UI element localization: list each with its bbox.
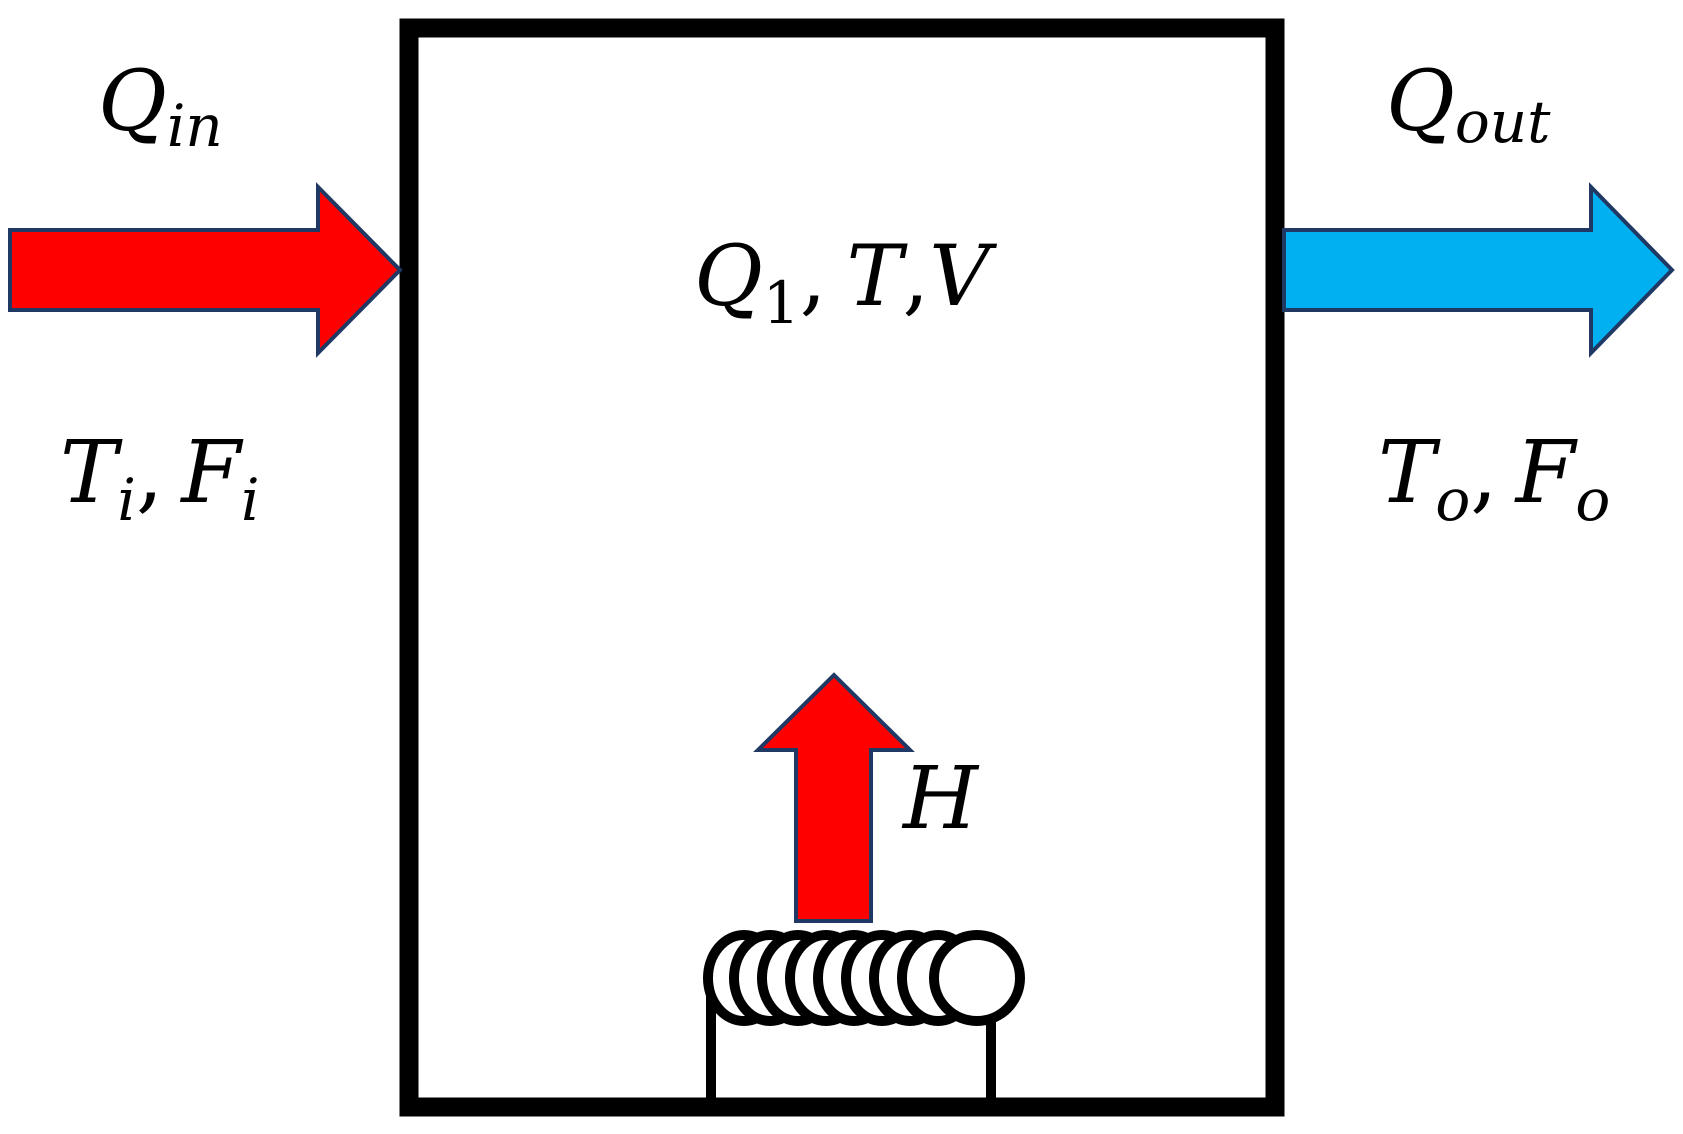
inlet-conditions-label: Ti,Fi	[60, 423, 260, 534]
tank-t-symbol: T	[846, 227, 908, 325]
outlet-t-subscript: o	[1435, 466, 1470, 534]
outlet-q-subscript: out	[1455, 88, 1551, 156]
tank-vessel	[399, 18, 1285, 1117]
heat-arrow-icon	[753, 672, 915, 923]
heater-h-symbol: H	[901, 749, 980, 849]
inlet-q-subscript: in	[167, 92, 223, 160]
inlet-flow-label: Qin	[98, 52, 223, 160]
inlet-separator: ,	[136, 423, 163, 523]
heat-input-label: H	[901, 749, 980, 849]
inlet-f-subscript: i	[241, 466, 260, 534]
tank-state-label: Q1,T,V	[694, 227, 997, 337]
outlet-flow-label: Qout	[1386, 52, 1551, 156]
tank-separator-1: ,	[800, 227, 827, 325]
tank-v-symbol: V	[929, 227, 997, 325]
outlet-q-symbol: Q	[1386, 52, 1455, 150]
inlet-q-symbol: Q	[98, 52, 167, 150]
outlet-f-symbol: F	[1514, 423, 1579, 523]
outlet-separator: ,	[1470, 423, 1497, 523]
inlet-f-symbol: F	[179, 423, 244, 523]
outlet-f-subscript: o	[1575, 466, 1610, 534]
inlet-t-subscript: i	[117, 466, 136, 534]
heating-coil-icon	[703, 930, 1025, 1107]
outlet-arrow-icon	[1282, 182, 1675, 358]
tank-q-symbol: Q	[694, 227, 763, 325]
tank-separator-2: ,	[903, 227, 930, 325]
outlet-conditions-label: To,Fo	[1378, 423, 1610, 534]
inlet-t-symbol: T	[60, 423, 123, 523]
outlet-t-symbol: T	[1378, 423, 1441, 523]
tank-q-subscript: 1	[763, 269, 800, 337]
inlet-arrow-icon	[8, 182, 403, 358]
